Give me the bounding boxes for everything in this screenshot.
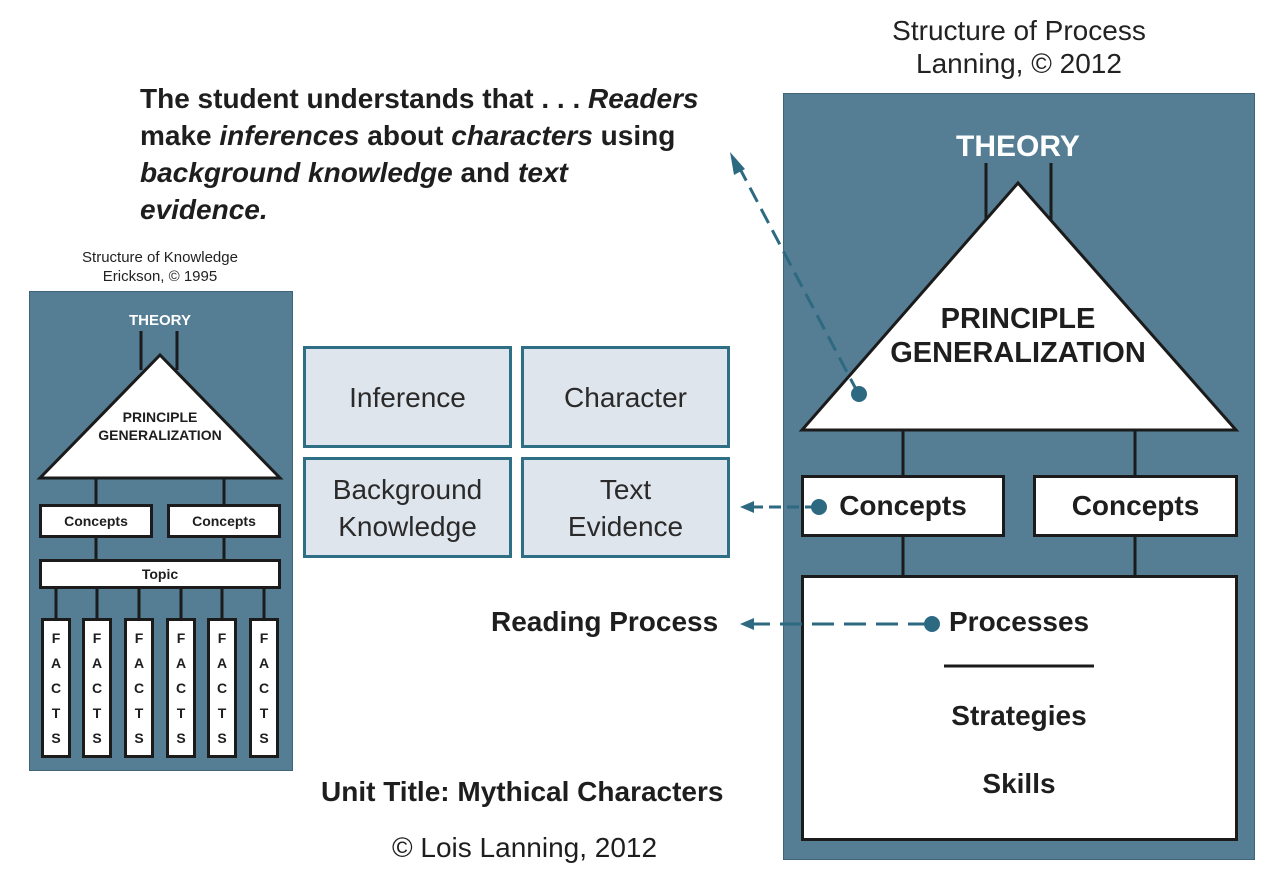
facts-letter: S bbox=[134, 730, 144, 747]
facts-letter: F bbox=[217, 629, 227, 646]
process-processes-box bbox=[801, 575, 1238, 841]
statement-line-3: background knowledge and text bbox=[140, 157, 568, 188]
process-theory-label: THEORY bbox=[956, 130, 1080, 163]
facts-letter: F bbox=[51, 629, 61, 646]
process-concepts-left: Concepts bbox=[801, 475, 1005, 537]
knowledge-principle-triangle bbox=[36, 352, 284, 480]
knowledge-topic: Topic bbox=[39, 559, 281, 589]
copyright: © Lois Lanning, 2012 bbox=[392, 832, 658, 863]
reading-process-label: Reading Process bbox=[491, 606, 719, 637]
facts-letter: T bbox=[217, 705, 227, 722]
knowledge-principle-label: PRINCIPLE GENERALIZATION bbox=[98, 409, 222, 443]
process-principle-label: PRINCIPLE GENERALIZATION bbox=[890, 303, 1146, 369]
facts-letter: F bbox=[176, 629, 186, 646]
facts-letter: C bbox=[175, 679, 187, 696]
facts-letter: C bbox=[91, 679, 103, 696]
understanding-statement: The student understands that . . . Reade… bbox=[140, 80, 699, 228]
facts-letter: S bbox=[51, 730, 61, 747]
processes-dot bbox=[924, 616, 940, 632]
concept-background-knowledge: Background Knowledge bbox=[303, 457, 512, 558]
skills-label: Skills bbox=[982, 768, 1056, 799]
facts-letter: A bbox=[175, 654, 187, 671]
process-principle-triangle bbox=[798, 180, 1240, 432]
facts-letter: C bbox=[258, 679, 270, 696]
facts-letter: S bbox=[217, 730, 227, 747]
processes-label: Processes bbox=[949, 606, 1090, 637]
statement-line-4: evidence. bbox=[140, 194, 268, 225]
reading-arrowhead bbox=[740, 618, 754, 630]
facts-letter: A bbox=[50, 654, 62, 671]
facts-letter: A bbox=[216, 654, 228, 671]
knowledge-concepts-right: Concepts bbox=[167, 504, 281, 538]
knowledge-concepts-left: Concepts bbox=[39, 504, 153, 538]
concepts-dot bbox=[811, 499, 827, 515]
principle-dot bbox=[851, 386, 867, 402]
facts-letter: S bbox=[92, 730, 102, 747]
facts-letter: F bbox=[134, 629, 144, 646]
concept-text-evidence: Text Evidence bbox=[521, 457, 730, 558]
process-title: Structure of Process Lanning, © 2012 bbox=[892, 15, 1146, 79]
concept-inference: Inference bbox=[303, 346, 512, 448]
principle-to-statement-arrow bbox=[736, 164, 860, 394]
facts-letter: T bbox=[134, 705, 144, 722]
facts-letter: A bbox=[258, 654, 270, 671]
facts-letter: T bbox=[176, 705, 186, 722]
facts-letter: T bbox=[92, 705, 102, 722]
facts-letter: C bbox=[50, 679, 62, 696]
facts-letter: F bbox=[259, 629, 269, 646]
facts-letter: A bbox=[91, 654, 103, 671]
concept-character: Character bbox=[521, 346, 730, 448]
knowledge-theory-label: THEORY bbox=[129, 312, 191, 329]
facts-letter: S bbox=[176, 730, 186, 747]
facts-letter: T bbox=[259, 705, 269, 722]
facts-letter: C bbox=[133, 679, 145, 696]
facts-letter: F bbox=[92, 629, 102, 646]
statement-line-1: The student understands that . . . Reade… bbox=[140, 83, 699, 114]
evidence-arrowhead bbox=[740, 501, 754, 513]
statement-line-2: make inferences about characters using bbox=[140, 120, 676, 151]
unit-title: Unit Title: Mythical Characters bbox=[321, 776, 724, 807]
strategies-label: Strategies bbox=[951, 700, 1087, 731]
facts-letter: T bbox=[51, 705, 61, 722]
facts-letter: A bbox=[133, 654, 145, 671]
facts-letter: C bbox=[216, 679, 228, 696]
statement-arrowhead bbox=[730, 152, 745, 175]
facts-letter: S bbox=[259, 730, 269, 747]
knowledge-title: Structure of Knowledge Erickson, © 1995 bbox=[82, 249, 238, 285]
process-concepts-right: Concepts bbox=[1033, 475, 1238, 537]
